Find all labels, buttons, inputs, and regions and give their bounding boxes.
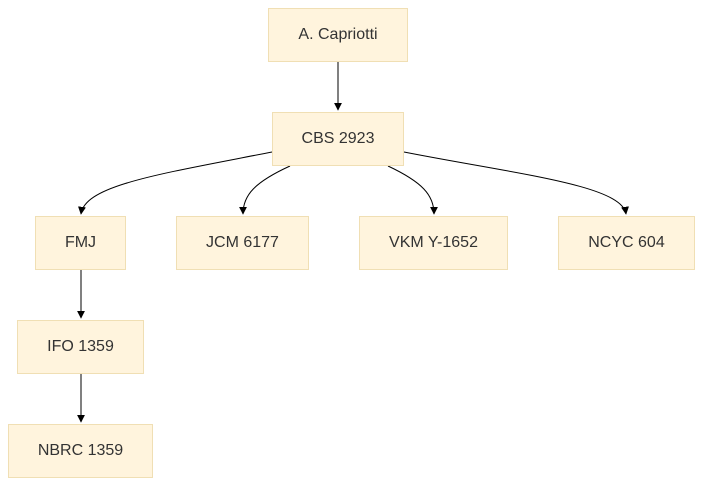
node-label: FMJ — [64, 234, 97, 251]
node-label: NCYC 604 — [588, 234, 665, 251]
node-ifo-1359: IFO 1359 — [17, 320, 144, 374]
node-label: JCM 6177 — [206, 234, 279, 251]
node-vkm-y-1652: VKM Y-1652 — [359, 216, 508, 270]
node-jcm-6177: JCM 6177 — [176, 216, 309, 270]
node-nbrc-1359: NBRC 1359 — [8, 424, 153, 478]
node-label: IFO 1359 — [47, 338, 114, 355]
node-a-capriotti: A. Capriotti — [268, 8, 408, 62]
node-label: NBRC 1359 — [37, 442, 124, 459]
node-label: VKM Y-1652 — [389, 234, 478, 251]
edge-cbs-to-ncyc — [403, 151, 629, 215]
node-cbs-2923: CBS 2923 — [272, 112, 404, 166]
node-ncyc-604: NCYC 604 — [558, 216, 695, 270]
node-label: A. Capriotti — [298, 26, 378, 43]
edge-cbs-to-fmj — [78, 151, 273, 215]
node-label: CBS 2923 — [301, 130, 375, 147]
edge-cbs-to-jcm — [239, 165, 291, 215]
node-fmj: FMJ — [35, 216, 126, 270]
edge-cbs-to-vkm — [387, 165, 438, 215]
